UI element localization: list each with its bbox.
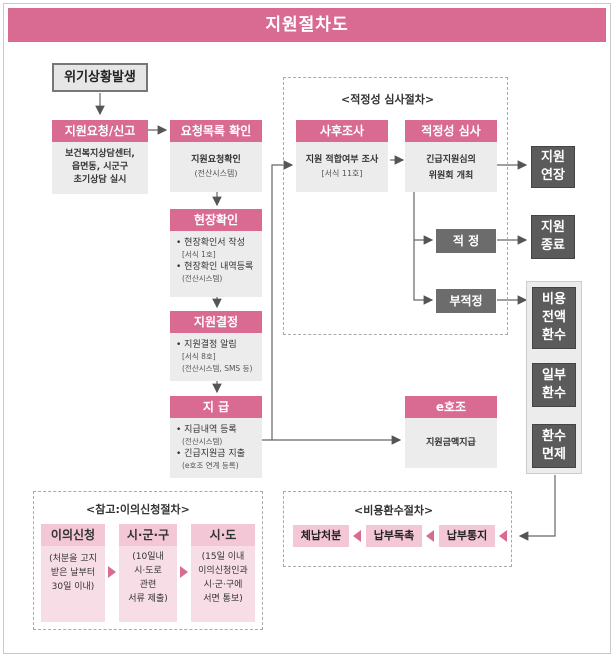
- arrow-right-icon: [180, 566, 188, 578]
- appeal-col-3-body: (15일 이내 이의신청인과 시·군·구에 서면 통보): [198, 552, 248, 604]
- payment-b1s: (전산시스템): [182, 437, 223, 446]
- payment-box: 지 급 • 지급내역 등록 (전산시스템) • 긴급지원금 지출 (e호조 연계…: [170, 396, 262, 478]
- post-survey-line1: 지원 적합여부 조사: [305, 155, 379, 165]
- site-check-b2: 현장확인 내역등록: [184, 262, 254, 272]
- ehojo-box: e호조 지원금액지급: [405, 396, 497, 468]
- payment-head: 지 급: [170, 396, 262, 418]
- decision-head: 지원결정: [170, 311, 262, 333]
- refund-step-3: 체납처분: [293, 525, 349, 547]
- arrow-left-icon: [499, 530, 507, 542]
- list-check-body: 지원요청확인 (전산시스템): [170, 142, 262, 192]
- list-check-box: 요청목록 확인 지원요청확인 (전산시스템): [170, 120, 262, 192]
- appeal-col-1-head: 이의신청: [41, 524, 105, 546]
- ehojo-body: 지원금액지급: [405, 418, 497, 468]
- adequacy-review-box: 적정성 심사 긴급지원심의 위원회 개최: [405, 120, 497, 192]
- post-survey-head: 사후조사: [296, 120, 388, 142]
- improper-box: 부적정: [436, 289, 496, 313]
- payment-body: • 지급내역 등록 (전산시스템) • 긴급지원금 지출 (e호조 연계 등록): [170, 418, 262, 478]
- appeal-col-1: 이의신청 (처분을 고지 받은 날부터 30일 이내): [41, 524, 105, 622]
- request-body: 보건복지상담센터, 읍면동, 시군구 초기상담 실시: [52, 142, 148, 194]
- site-check-box: 현장확인 • 현장확인서 작성 [서식 1호] • 현장확인 내역등록 (전산시…: [170, 209, 262, 297]
- site-check-b1s: [서식 1호]: [182, 250, 216, 259]
- refund-section: [283, 491, 512, 567]
- decision-body: • 지원결정 알림 [서식 8호] (전산시스템, SMS 등): [170, 333, 262, 381]
- request-box: 지원요청/신고 보건복지상담센터, 읍면동, 시군구 초기상담 실시: [52, 120, 148, 194]
- page-title: 지원절차도: [8, 8, 606, 42]
- proper-box: 적 정: [436, 229, 496, 253]
- appeal-col-2-head: 시·군·구: [119, 524, 177, 546]
- post-survey-body: 지원 적합여부 조사 [서식 11호]: [296, 142, 388, 192]
- decision-b1s2: (전산시스템, SMS 등): [182, 364, 253, 373]
- adequacy-review-body: 긴급지원심의 위원회 개최: [405, 142, 497, 192]
- list-check-line1: 지원요청확인: [191, 155, 241, 165]
- list-check-line2: (전산시스템): [194, 169, 238, 178]
- appeal-col-2: 시·군·구 (10일내 시·도로 관련 서류 제출): [119, 524, 177, 622]
- payment-b2: 긴급지원금 지출: [184, 449, 245, 459]
- post-survey-box: 사후조사 지원 적합여부 조사 [서식 11호]: [296, 120, 388, 192]
- site-check-b2s: (전산시스템): [182, 274, 223, 283]
- adequacy-review-line1: 긴급지원심의: [426, 155, 476, 165]
- arrow-right-icon: [108, 566, 116, 578]
- appeal-section-label: <참고:이의신청절차>: [82, 501, 194, 517]
- decision-box: 지원결정 • 지원결정 알림 [서식 8호] (전산시스템, SMS 등): [170, 311, 262, 381]
- post-survey-line2: [서식 11호]: [321, 169, 363, 178]
- appeal-col-3-head: 시·도: [191, 524, 255, 546]
- appeal-col-1-body: (처분을 고지 받은 날부터 30일 이내): [49, 554, 97, 592]
- payment-b2s: (e호조 연계 등록): [182, 461, 239, 470]
- appeal-col-2-body: (10일내 시·도로 관련 서류 제출): [128, 552, 168, 604]
- payment-b1: 지급내역 등록: [184, 425, 237, 435]
- adequacy-review-line2: 위원회 개최: [428, 171, 474, 181]
- exempt-box: 환수 면제: [532, 424, 576, 468]
- appeal-section: [33, 491, 263, 630]
- request-head: 지원요청/신고: [52, 120, 148, 142]
- ehojo-head: e호조: [405, 396, 497, 418]
- site-check-head: 현장확인: [170, 209, 262, 231]
- end-box: 지원 종료: [531, 215, 575, 259]
- crisis-label: 위기상황발생: [64, 70, 136, 85]
- refund-step-1: 납부통지: [439, 525, 495, 547]
- crisis-box: 위기상황발생: [52, 63, 148, 92]
- extend-box: 지원 연장: [531, 146, 575, 188]
- full-refund-box: 비용 전액 환수: [532, 287, 576, 349]
- list-check-head: 요청목록 확인: [170, 120, 262, 142]
- site-check-b1: 현장확인서 작성: [184, 238, 245, 248]
- review-section: [283, 77, 508, 335]
- decision-b1s: [서식 8호]: [182, 352, 216, 361]
- appeal-col-3: 시·도 (15일 이내 이의신청인과 시·군·구에 서면 통보): [191, 524, 255, 622]
- site-check-body: • 현장확인서 작성 [서식 1호] • 현장확인 내역등록 (전산시스템): [170, 231, 262, 297]
- refund-step-2: 납부독촉: [366, 525, 422, 547]
- adequacy-review-head: 적정성 심사: [405, 120, 497, 142]
- review-section-label: <적정성 심사절차>: [337, 91, 439, 107]
- decision-b1: 지원결정 알림: [184, 340, 237, 350]
- arrow-left-icon: [353, 530, 361, 542]
- partial-refund-box: 일부 환수: [532, 363, 576, 407]
- arrow-left-icon: [426, 530, 434, 542]
- refund-section-label: <비용환수절차>: [350, 502, 438, 518]
